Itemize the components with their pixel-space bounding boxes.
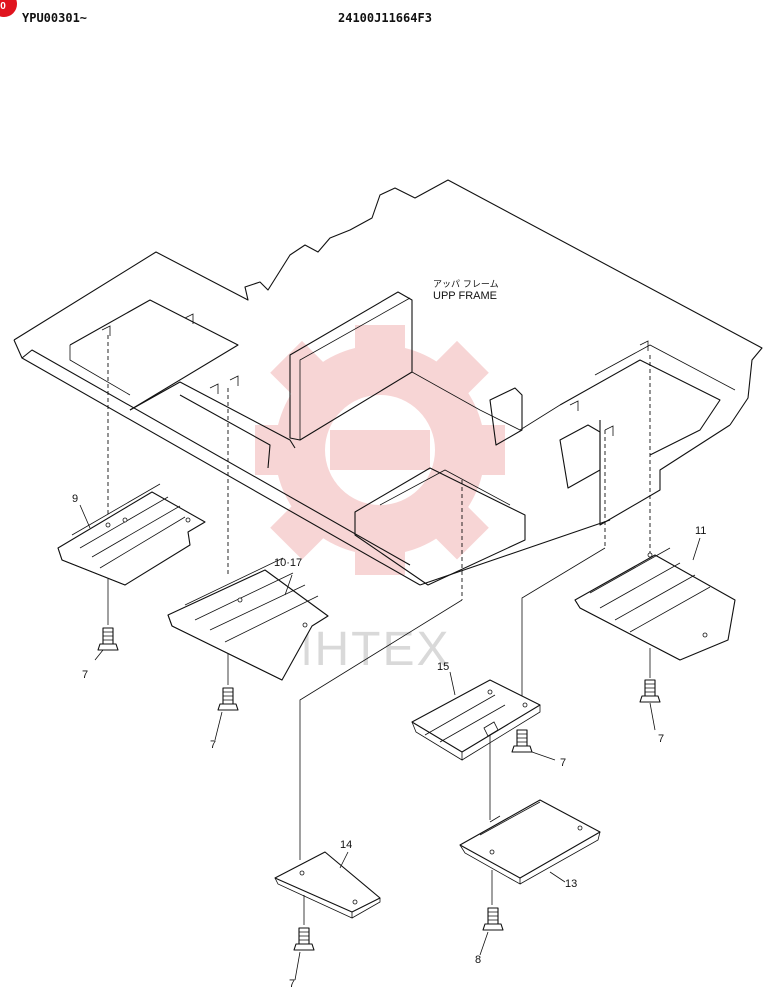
cover-plate-15 [411, 679, 541, 761]
upper-frame-drawing [13, 179, 763, 586]
drawing-number: 24100J11664F3 [338, 11, 432, 25]
callout-7-a: 7 [82, 669, 88, 681]
serial-range: YPU00301~ [22, 11, 87, 25]
bolt-icon [293, 927, 315, 951]
callout-13: 13 [565, 878, 577, 890]
leader-line-15 [521, 547, 606, 700]
bolt-icon [511, 729, 533, 753]
bolt-icon [482, 907, 504, 931]
cover-plate-11 [574, 547, 736, 661]
callout-11: 11 [695, 525, 706, 537]
callout-14: 14 [340, 839, 352, 851]
cover-plate-14 [274, 851, 381, 919]
callout-8: 8 [475, 954, 481, 966]
cover-plate-13 [459, 799, 601, 885]
callout-9: 9 [72, 493, 78, 505]
callout-10-17: 10·17 [274, 557, 302, 569]
leader-line-14 [299, 599, 463, 860]
callout-15: 15 [437, 661, 449, 673]
watermark-gear-icon [255, 325, 505, 575]
bolt-icon [97, 627, 119, 651]
callout-7-c: 7 [658, 733, 664, 745]
callout-7-d: 7 [560, 757, 566, 769]
callout-7-e: 7 [289, 978, 295, 990]
corner-badge-text: 0 [0, 1, 6, 12]
bolt-icon [639, 679, 661, 703]
frame-label-japanese: アッパ フレーム [433, 279, 499, 290]
cover-plate-10-17 [167, 557, 329, 681]
corner-badge [0, 0, 17, 17]
callout-7-b: 7 [210, 739, 216, 751]
bolt-icon [217, 687, 239, 711]
frame-label-english: UPP FRAME [433, 290, 497, 302]
cover-plate-9 [57, 483, 206, 586]
